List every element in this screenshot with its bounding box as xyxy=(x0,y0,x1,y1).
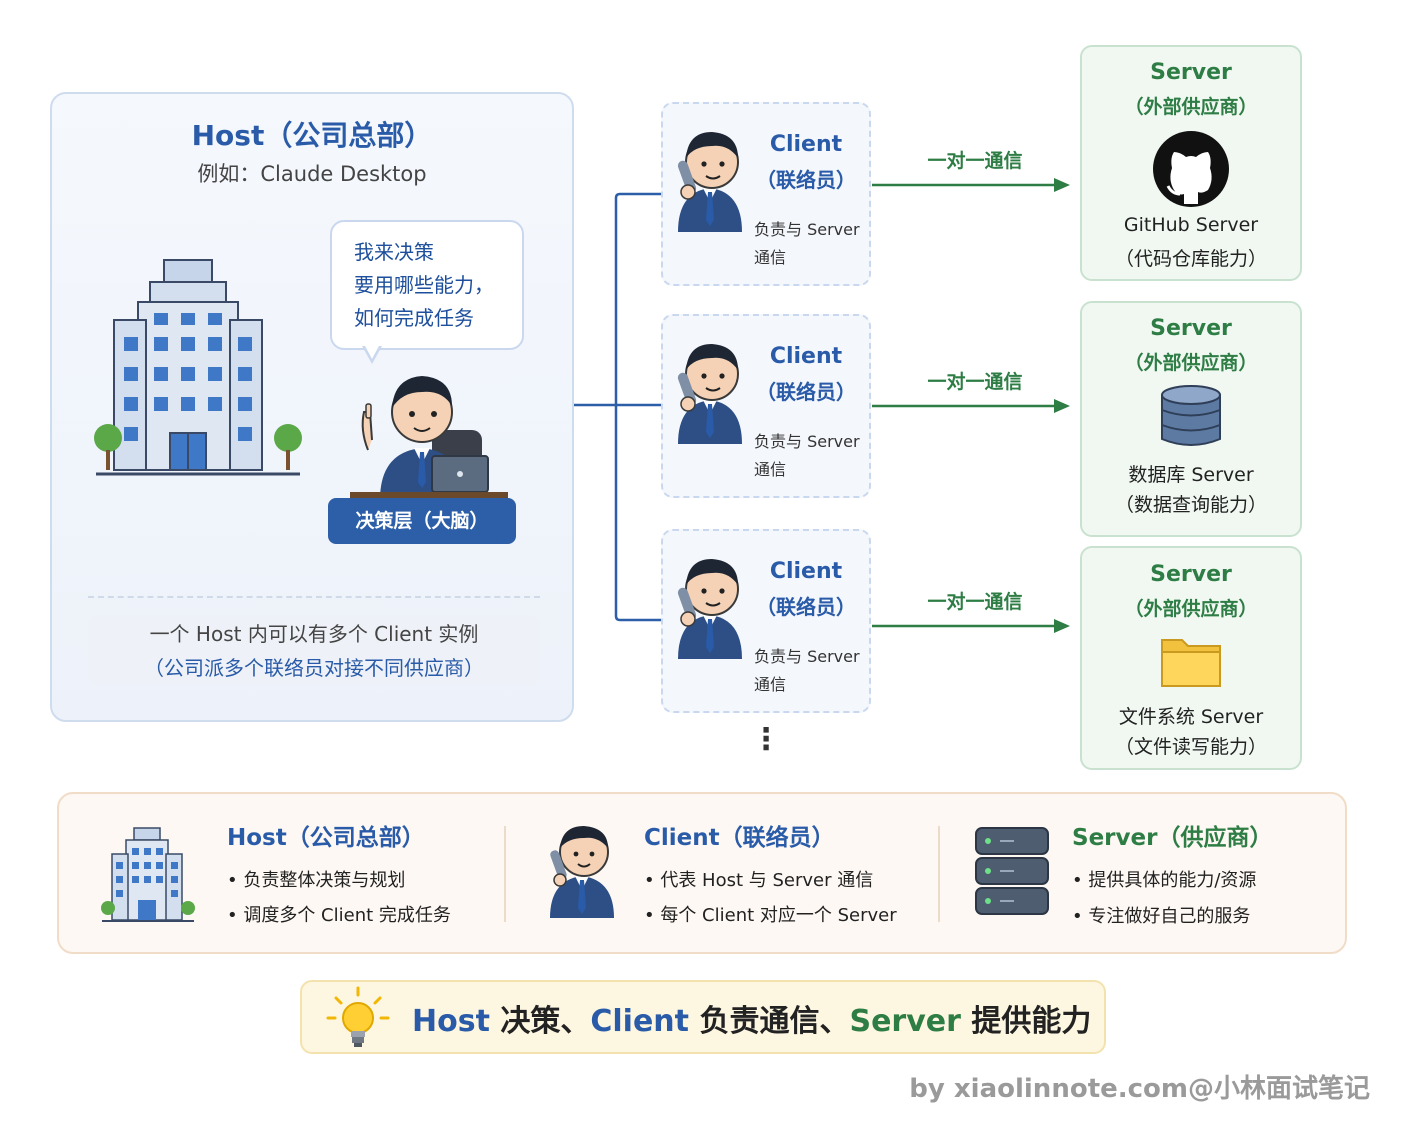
summary-text-2: 负责通信、 xyxy=(689,1004,850,1039)
legend-server-title: Server（供应商） xyxy=(1072,825,1273,851)
summary-client: Client xyxy=(590,1004,690,1039)
database-icon xyxy=(1161,385,1221,446)
server-2-role: （外部供应商） xyxy=(1124,352,1258,374)
server-2-name: 数据库 Server xyxy=(1128,464,1254,486)
client-3-desc-line-1: 负责与 Server xyxy=(754,647,860,666)
legend-client-item-1: • 代表 Host 与 Server 通信 xyxy=(644,870,874,891)
server-box-github xyxy=(1080,45,1302,281)
host-divider xyxy=(88,596,540,598)
server-1-role: （外部供应商） xyxy=(1124,96,1258,118)
client-2-role: （联络员） xyxy=(756,380,856,404)
client-1-desc: 负责与 Server 通信 xyxy=(754,216,870,272)
decision-layer-badge: 决策层（大脑） xyxy=(328,498,516,544)
legend-server-item-2: • 专注做好自己的服务 xyxy=(1072,906,1251,927)
legend-host-item-2: • 调度多个 Client 完成任务 xyxy=(227,905,451,926)
phone-agent-icon xyxy=(677,559,742,659)
client-2-desc-line-2: 通信 xyxy=(754,460,787,479)
server-3-name: 文件系统 Server xyxy=(1118,706,1264,728)
client-1-title: Client xyxy=(769,132,843,157)
summary-server: Server xyxy=(849,1004,961,1039)
legend-phone-agent-icon xyxy=(550,826,614,918)
summary-text-1: 决策、 xyxy=(489,1004,591,1039)
summary-banner xyxy=(300,980,1106,1054)
host-client-connectors xyxy=(574,192,662,622)
legend-host-item-1: • 负责整体决策与规划 xyxy=(227,870,406,891)
host-title: Host（公司总部） xyxy=(191,119,433,152)
speech-bubble: 我来决策 要用哪些能力， 如何完成任务 xyxy=(330,220,524,350)
legend-panel xyxy=(57,792,1347,954)
client-3-title: Client xyxy=(769,559,843,584)
server-rack-icon xyxy=(975,827,1049,915)
legend-separator-2 xyxy=(938,826,940,922)
bubble-tail-inner xyxy=(364,344,380,359)
client-3-role: （联络员） xyxy=(756,595,856,619)
client-1-desc-line-1: 负责与 Server xyxy=(754,220,860,239)
host-example: 例如：Claude Desktop xyxy=(197,162,427,186)
arrow-label-2: 一对一通信 xyxy=(927,371,1023,393)
phone-agent-icon xyxy=(677,132,742,232)
client-2-desc: 负责与 Server 通信 xyxy=(754,428,870,484)
legend-separator-1 xyxy=(504,826,506,922)
host-note-line-1: 一个 Host 内可以有多个 Client 实例 xyxy=(149,622,479,646)
host-note-line-2: （公司派多个联络员对接不同供应商） xyxy=(144,656,484,680)
building-icon xyxy=(94,259,302,476)
github-icon xyxy=(1153,131,1229,207)
server-1-title: Server xyxy=(1150,60,1232,85)
server-2-capability: （数据查询能力） xyxy=(1114,494,1267,516)
legend-client-item-2: • 每个 Client 对应一个 Server xyxy=(644,905,897,926)
server-3-title: Server xyxy=(1150,562,1232,587)
client-2-desc-line-1: 负责与 Server xyxy=(754,432,860,451)
arrow-label-3: 一对一通信 xyxy=(927,591,1023,613)
server-2-title: Server xyxy=(1150,316,1232,341)
client-2-title: Client xyxy=(769,344,843,369)
summary-text: Host 决策、Client 负责通信、Server 提供能力 xyxy=(412,996,1102,1040)
more-clients-ellipsis: ⋮ xyxy=(751,722,781,757)
summary-text-3: 提供能力 xyxy=(960,1004,1092,1039)
watermark: by xiaolinnote.com@小林面试笔记 xyxy=(909,1074,1370,1104)
summary-host: Host xyxy=(412,1004,490,1039)
server-1-capability: （代码仓库能力） xyxy=(1114,248,1267,270)
legend-building-icon xyxy=(101,827,195,922)
folder-icon xyxy=(1161,639,1221,687)
bubble-line-3: 如何完成任务 xyxy=(354,306,474,330)
host-note-box xyxy=(88,615,540,685)
bubble-line-1: 我来决策 xyxy=(354,240,434,264)
arrow-label-1: 一对一通信 xyxy=(927,150,1023,172)
server-1-name: GitHub Server xyxy=(1123,214,1259,236)
client-1-role: （联络员） xyxy=(756,168,856,192)
server-3-capability: （文件读写能力） xyxy=(1114,736,1267,758)
legend-host-title: Host（公司总部） xyxy=(227,825,425,851)
client-3-desc-line-2: 通信 xyxy=(754,675,787,694)
legend-server-item-1: • 提供具体的能力/资源 xyxy=(1072,870,1257,891)
legend-client-title: Client（联络员） xyxy=(644,825,835,851)
client-3-desc: 负责与 Server 通信 xyxy=(754,643,870,699)
lightbulb-icon xyxy=(326,986,390,1047)
client-server-arrows xyxy=(872,178,1070,633)
client-1-desc-line-2: 通信 xyxy=(754,248,787,267)
bubble-line-2: 要用哪些能力， xyxy=(354,273,494,297)
decision-maker-icon xyxy=(350,376,508,500)
phone-agent-icon xyxy=(677,344,742,444)
server-3-role: （外部供应商） xyxy=(1124,598,1258,620)
